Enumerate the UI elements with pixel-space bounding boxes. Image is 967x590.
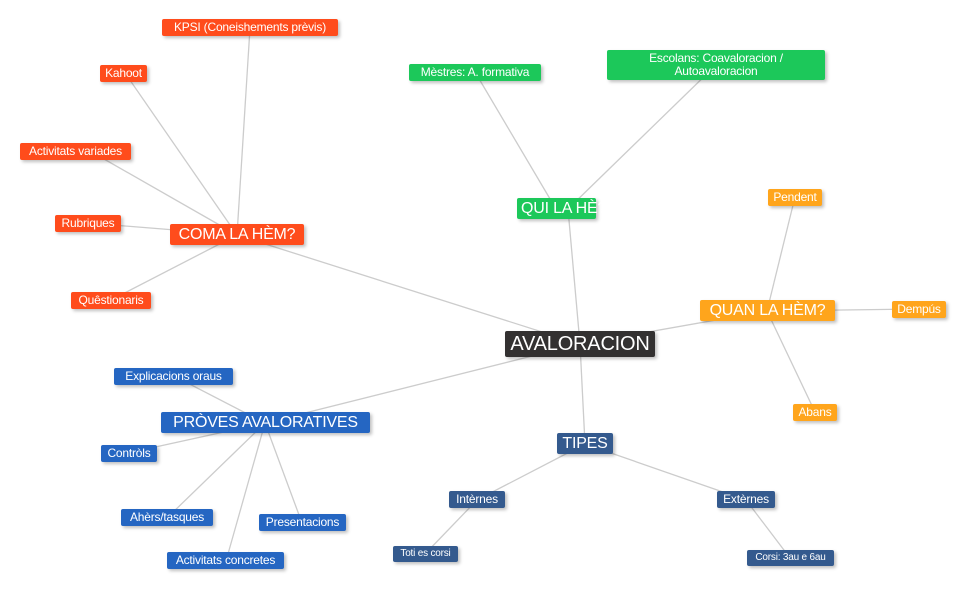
link	[766, 310, 816, 413]
node-mestres[interactable]: Mèstres: A. formativa	[409, 64, 541, 81]
node-presentacions[interactable]: Presentacions	[259, 514, 346, 531]
link	[166, 422, 266, 519]
node-quan-la-hem[interactable]: QUAN LA HÈM?	[700, 300, 835, 321]
node-explicacions-oraus[interactable]: Explicacions oraus	[114, 368, 233, 385]
node-proves-avaloratives[interactable]: PRÒVES AVALORATIVES	[161, 412, 370, 433]
link	[236, 27, 251, 236]
node-kpsi[interactable]: KPSI (Coneishements prèvis)	[162, 19, 338, 36]
node-ahers-tasques[interactable]: Ahèrs/tasques	[121, 509, 213, 526]
link	[745, 499, 791, 559]
link	[110, 234, 238, 301]
node-abans[interactable]: Abans	[793, 404, 837, 421]
node-rubriques[interactable]: Rubriques	[55, 215, 121, 232]
link	[424, 499, 478, 555]
link	[474, 71, 557, 210]
node-questionaris[interactable]: Quêstionaris	[71, 292, 151, 309]
link	[124, 72, 238, 236]
node-toti-es-corsi[interactable]: Toti es corsi	[393, 546, 458, 562]
node-dempus[interactable]: Dempús	[892, 301, 946, 318]
link	[579, 343, 586, 445]
link	[766, 196, 796, 312]
node-activitats-variades[interactable]: Activitats variades	[20, 143, 131, 160]
root-node[interactable]: AVALORACION	[505, 331, 655, 357]
node-corsi-3au-6au[interactable]: Corsi: 3au e 6au	[747, 550, 834, 566]
node-pendent[interactable]: Pendent	[768, 189, 822, 206]
link	[264, 422, 303, 524]
node-internes[interactable]: Intèrnes	[449, 491, 505, 508]
link	[567, 64, 717, 210]
link	[567, 208, 581, 345]
link	[264, 343, 581, 424]
link	[89, 150, 238, 236]
node-activitats-concretes[interactable]: Activitats concretes	[167, 552, 284, 569]
node-kahoot[interactable]: Kahoot	[100, 65, 147, 82]
node-controls[interactable]: Contròls	[101, 445, 157, 462]
node-externes[interactable]: Extèrnes	[717, 491, 775, 508]
node-tipes[interactable]: TIPES	[557, 433, 613, 454]
link	[225, 422, 266, 562]
node-coma-la-hem[interactable]: COMA LA HÈM?	[170, 224, 304, 245]
node-escolans[interactable]: Escolans: Coavaloracion / Autoavaloracio…	[607, 50, 825, 80]
node-qui-la-he[interactable]: QUI LA HÈ?	[517, 198, 606, 219]
link	[236, 234, 581, 345]
